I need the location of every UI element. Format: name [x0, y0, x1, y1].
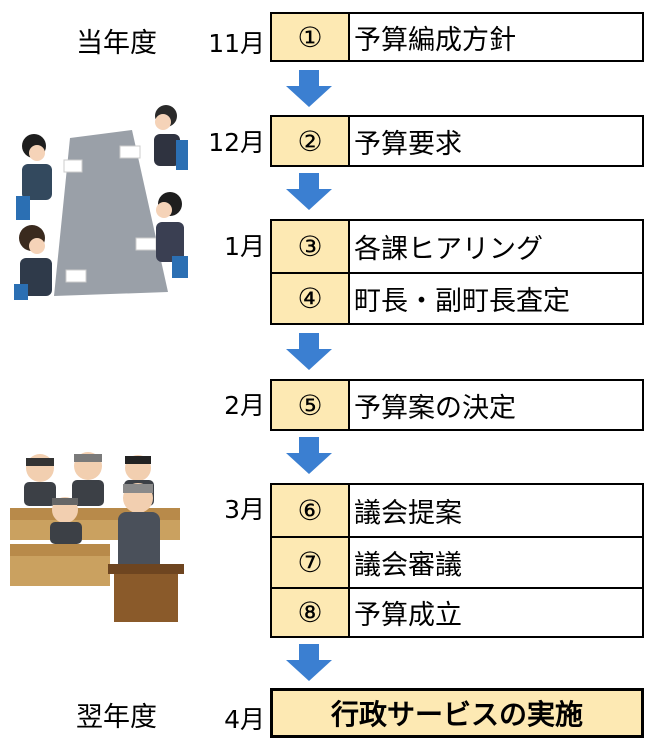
- step-label: 議会審議: [354, 550, 462, 581]
- step-group-hearing: ③ 各課ヒアリング ④ 町長・副町長査定: [270, 219, 644, 325]
- meeting-illustration-icon: [14, 105, 188, 300]
- current-year-label: 当年度: [76, 28, 157, 59]
- step-number: ③: [272, 221, 350, 272]
- step-label: 予算編成方針: [354, 24, 516, 56]
- step-divider: [272, 536, 642, 538]
- month-label-apr: 4月: [224, 705, 265, 734]
- assembly-illustration-icon: [10, 452, 184, 622]
- step-label: 予算案の決定: [354, 392, 516, 424]
- step-divider: [272, 272, 642, 274]
- step-number: ⑧: [272, 589, 350, 636]
- month-label-nov: 11月: [208, 29, 265, 58]
- down-arrow-icon: [286, 173, 332, 210]
- next-year-label: 翌年度: [76, 702, 157, 733]
- step-label: 町長・副町長査定: [354, 286, 570, 317]
- month-label-jan: 1月: [224, 232, 265, 261]
- step-label: 議会提案: [354, 498, 462, 529]
- step-number: ②: [272, 117, 350, 165]
- down-arrow-icon: [286, 644, 332, 681]
- step-box-5: ⑤ 予算案の決定: [270, 379, 644, 431]
- step-number: ④: [272, 274, 350, 323]
- final-step-box: 行政サービスの実施: [270, 688, 644, 738]
- down-arrow-icon: [286, 437, 332, 474]
- step-label: 予算成立: [354, 600, 462, 631]
- step-number: ⑤: [272, 381, 350, 429]
- step-label: 予算要求: [354, 128, 462, 160]
- step-divider: [272, 587, 642, 589]
- step-label: 各課ヒアリング: [354, 234, 543, 265]
- down-arrow-icon: [286, 70, 332, 107]
- month-label-dec: 12月: [208, 128, 265, 157]
- month-label-feb: 2月: [224, 391, 265, 420]
- month-label-mar: 3月: [224, 495, 265, 524]
- down-arrow-icon: [286, 333, 332, 370]
- step-number: ⑦: [272, 538, 350, 587]
- step-box-1: ① 予算編成方針: [270, 12, 644, 62]
- step-number: ①: [272, 14, 350, 60]
- step-number: ⑥: [272, 485, 350, 536]
- step-box-2: ② 予算要求: [270, 115, 644, 167]
- step-group-assembly: ⑥ 議会提案 ⑦ 議会審議 ⑧ 予算成立: [270, 483, 644, 638]
